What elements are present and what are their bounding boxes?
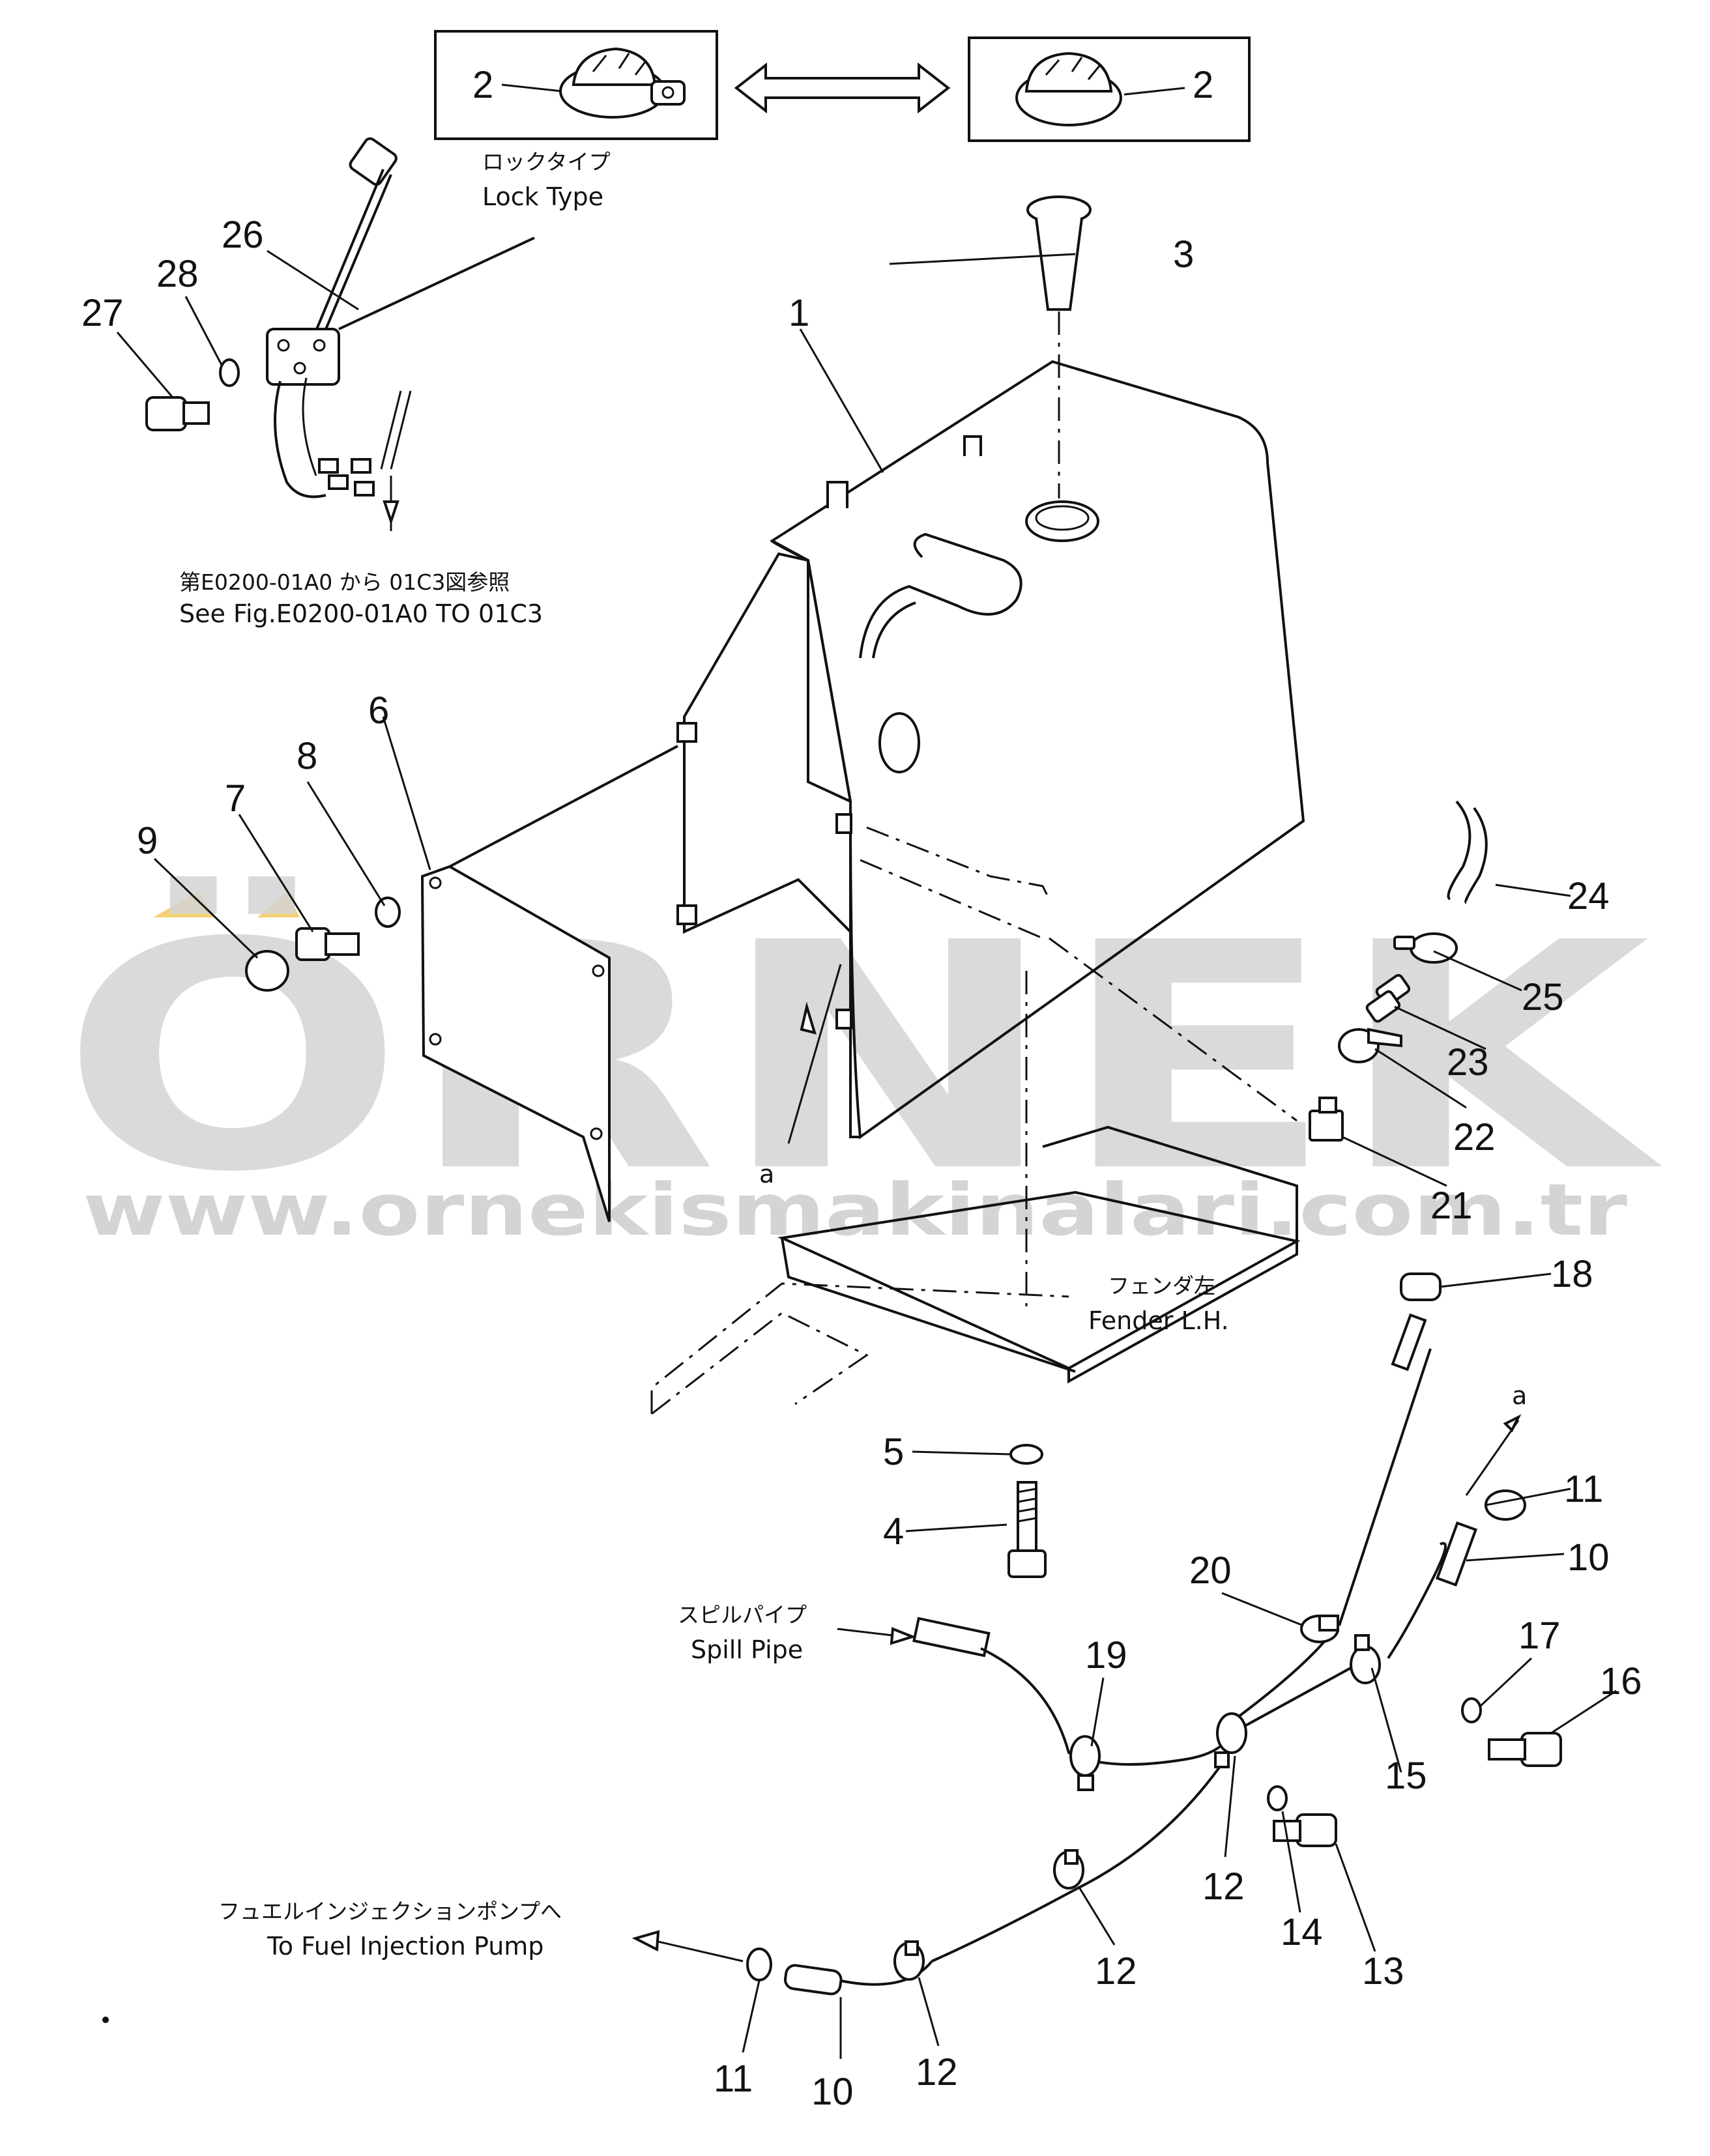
- callout-9: 9: [137, 820, 158, 862]
- callout-22: 22: [1453, 1116, 1496, 1158]
- fuel-tank: [676, 360, 1305, 1306]
- callout-7: 7: [225, 777, 246, 820]
- callout-6: 6: [368, 689, 389, 732]
- callout-24: 24: [1567, 875, 1610, 917]
- fender-jp: フェンダ左: [1108, 1273, 1215, 1299]
- callout-10-lower: 10: [811, 2071, 854, 2113]
- callout-1: 1: [789, 292, 809, 334]
- view-arrow-a-lower: a: [759, 964, 842, 1188]
- bolt-4: [1007, 1481, 1047, 1578]
- cap-9: [245, 950, 289, 992]
- callout-12-c: 12: [916, 2051, 958, 2093]
- callout-8: 8: [297, 735, 317, 777]
- callout-15: 15: [1385, 1755, 1427, 1797]
- bolt-16: [1488, 1732, 1562, 1767]
- callout-28: 28: [156, 253, 199, 295]
- spill-pipe-en: Spill Pipe: [691, 1635, 803, 1664]
- washer-28: [219, 358, 240, 387]
- callout-19: 19: [1085, 1634, 1127, 1676]
- double-arrow: [734, 62, 951, 114]
- washer-14: [1267, 1785, 1288, 1811]
- fender-lh: [650, 1125, 1301, 1415]
- adapter-21: [1309, 1097, 1344, 1142]
- hose-24: [1447, 800, 1488, 904]
- nipple-23: [1365, 973, 1411, 1023]
- clamp-25: [1393, 932, 1458, 964]
- view-a-label-upper: a: [1512, 1381, 1527, 1410]
- callout-12-a: 12: [1202, 1865, 1245, 1908]
- callout-25: 25: [1522, 976, 1564, 1018]
- callout-23: 23: [1447, 1041, 1489, 1084]
- see-fig-jp: 第E0200-01A0 から 01C3図参照: [179, 569, 510, 595]
- callout-21: 21: [1430, 1185, 1473, 1227]
- watermark-url: www.ornekismakinalari.com.tr: [83, 1168, 1627, 1252]
- standard-cap-icon: [1015, 51, 1122, 126]
- cap-standard-box: [968, 36, 1251, 142]
- callout-26: 26: [222, 214, 264, 256]
- washer-17: [1461, 1697, 1482, 1723]
- callout-11-upper: 11: [1564, 1468, 1603, 1510]
- callout-10-upper: 10: [1567, 1536, 1610, 1579]
- strainer-3: [1026, 195, 1092, 498]
- bolt-7: [295, 927, 360, 961]
- callout-11-lower: 11: [714, 2058, 753, 2100]
- spill-pipe-jp: スピルパイプ: [678, 1602, 807, 1628]
- callout-18: 18: [1551, 1253, 1593, 1295]
- screw-27: [145, 396, 210, 431]
- callout-27: 27: [81, 292, 124, 334]
- watermark-accent-left: [153, 891, 215, 917]
- callout-20: 20: [1189, 1549, 1232, 1592]
- callout-4: 4: [883, 1510, 904, 1553]
- spill-pipe-assembly: [746, 1272, 1526, 1996]
- stray-dot: [102, 2017, 109, 2023]
- watermark-accent-right: [257, 891, 300, 917]
- view-arrow-a-upper: a: [1465, 1381, 1527, 1496]
- callout-17: 17: [1518, 1615, 1561, 1657]
- callout-2-left: 2: [472, 64, 493, 106]
- lock-type-en: Lock Type: [482, 182, 603, 211]
- washer-8: [375, 897, 401, 928]
- view-a-label-lower: a: [759, 1160, 774, 1188]
- see-fig-en: See Fig.E0200-01A0 TO 01C3: [179, 599, 543, 628]
- callout-14: 14: [1281, 1911, 1323, 1953]
- callout-5: 5: [883, 1431, 904, 1473]
- side-cover-6: [420, 745, 678, 1222]
- fuel-gauge-sender: [266, 137, 535, 531]
- callout-numbers: 1 2 2 3 4 5 6 7 8 9 10 10 11 11 12 12 12…: [81, 64, 1642, 2113]
- fender-en: Fender L.H.: [1088, 1306, 1229, 1335]
- watermark: ÖRNEK www.ornekismakinalari.com.tr: [60, 873, 1665, 1252]
- callout-2-right: 2: [1193, 64, 1213, 106]
- callout-3: 3: [1173, 233, 1194, 276]
- washer-5: [1009, 1444, 1043, 1465]
- to-pump-en: To Fuel Injection Pump: [267, 1932, 543, 1961]
- cap-lock-type-box: [434, 30, 718, 140]
- callout-12-b: 12: [1095, 1950, 1137, 1992]
- lock-cap-icon: [559, 47, 686, 119]
- bolt-13: [1273, 1813, 1337, 1847]
- callout-16: 16: [1600, 1660, 1642, 1703]
- to-pump-jp: フュエルインジェクションポンプへ: [218, 1899, 562, 1924]
- leader-lines: [116, 250, 1617, 2059]
- callout-13: 13: [1362, 1950, 1404, 1992]
- lock-type-jp: ロックタイプ: [482, 149, 611, 175]
- cock-22: [1338, 1028, 1402, 1063]
